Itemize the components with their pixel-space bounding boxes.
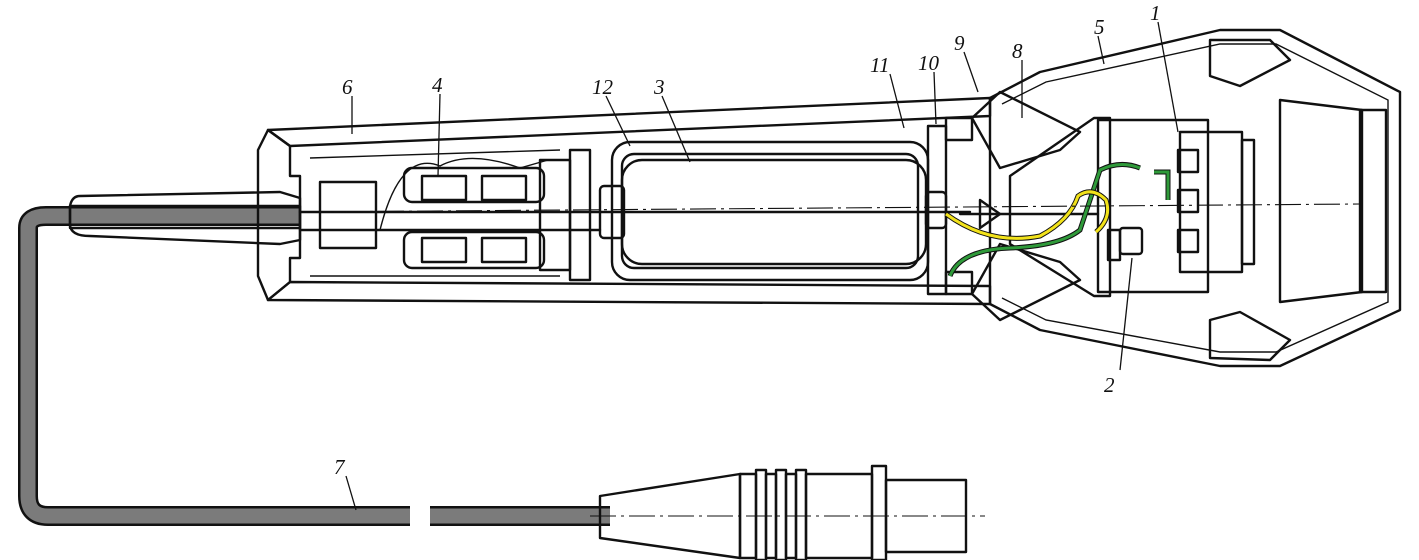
label-10: 10 bbox=[918, 51, 940, 75]
label-8: 8 bbox=[1012, 39, 1023, 63]
label-12: 12 bbox=[592, 75, 614, 99]
cable-core bbox=[20, 208, 410, 524]
outer-shell bbox=[988, 28, 1402, 368]
motor-contact-left bbox=[598, 184, 626, 240]
label-1: 1 bbox=[1150, 1, 1161, 25]
transformer-coil-top bbox=[402, 166, 546, 204]
indicator bbox=[1118, 226, 1144, 256]
plug bbox=[590, 464, 985, 560]
label-11: 11 bbox=[870, 53, 889, 77]
head bbox=[958, 28, 1402, 368]
cable-sheath bbox=[18, 206, 410, 526]
bearing-block bbox=[318, 148, 592, 282]
label-2: 2 bbox=[1104, 373, 1115, 397]
wire-green-core bbox=[948, 163, 1141, 277]
leaders bbox=[345, 21, 1179, 511]
wire-yellow-core bbox=[945, 190, 1110, 240]
label-6: 6 bbox=[342, 75, 353, 99]
label-4: 4 bbox=[432, 73, 443, 97]
label-7: 7 bbox=[334, 455, 346, 479]
bulkhead bbox=[926, 116, 974, 296]
wiring bbox=[944, 162, 1171, 278]
transformer-coil-bottom bbox=[402, 230, 546, 270]
inner-cup bbox=[1008, 116, 1112, 298]
transformer bbox=[379, 157, 549, 270]
label-5: 5 bbox=[1094, 15, 1105, 39]
label-9: 9 bbox=[954, 31, 965, 55]
cable bbox=[18, 206, 610, 526]
funnel bbox=[970, 90, 1082, 170]
label-3: 3 bbox=[653, 75, 665, 99]
